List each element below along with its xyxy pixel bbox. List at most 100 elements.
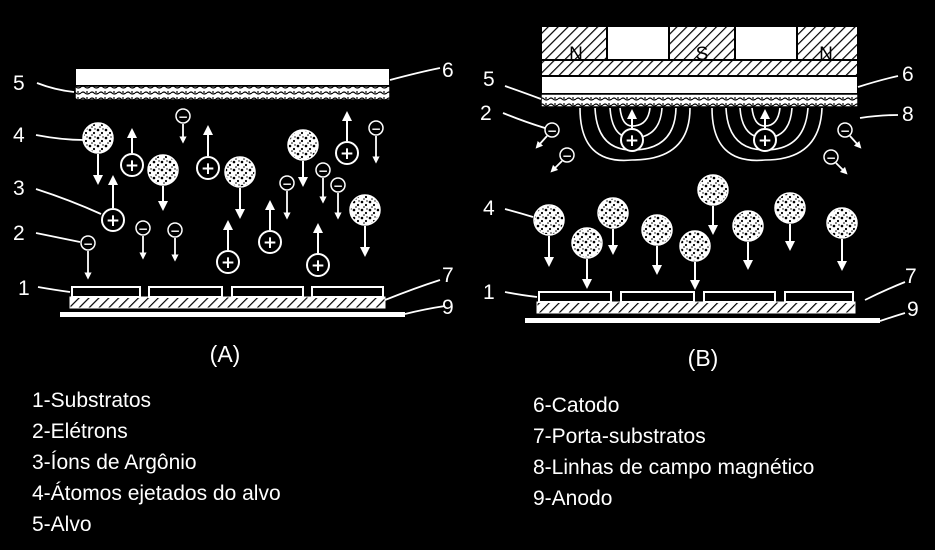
electrons: − − − − − − − − bbox=[80, 108, 384, 251]
cathode bbox=[540, 75, 859, 95]
callout-leaders bbox=[502, 75, 906, 322]
electron: − bbox=[544, 122, 560, 138]
callout-5: 5 bbox=[483, 68, 495, 91]
magnet-label: N bbox=[569, 44, 583, 65]
callout-2: 2 bbox=[13, 222, 25, 245]
panel-caption: (A) bbox=[210, 341, 241, 367]
callout-1: 1 bbox=[483, 281, 495, 304]
callout-6: 6 bbox=[442, 59, 454, 82]
electron-sign: − bbox=[178, 110, 188, 124]
legend-item: 6-Catodo bbox=[533, 394, 620, 417]
argon-ion: + bbox=[753, 128, 777, 152]
electron-sign: − bbox=[547, 124, 557, 138]
sputtered-atom bbox=[679, 230, 711, 262]
legend-item: 3-Íons de Argônio bbox=[32, 451, 197, 474]
argon-ions: + + + + + + + bbox=[101, 141, 359, 277]
electron: − bbox=[330, 177, 346, 193]
anode bbox=[525, 318, 880, 323]
ion-arrows bbox=[627, 109, 770, 128]
panel-caption: (B) bbox=[688, 345, 719, 371]
callout-1: 1 bbox=[18, 277, 30, 300]
substrate bbox=[784, 291, 854, 303]
ion-sign: + bbox=[340, 144, 354, 164]
substrate bbox=[148, 286, 223, 298]
electron-sign: − bbox=[371, 122, 381, 136]
electron: − bbox=[80, 235, 96, 251]
cathode bbox=[74, 67, 391, 87]
callout-4: 4 bbox=[483, 197, 495, 220]
sputtered-atom bbox=[147, 154, 179, 186]
electron: − bbox=[167, 222, 183, 238]
legend-item: 4-Átomos ejetados do alvo bbox=[32, 482, 281, 505]
electron-arrows bbox=[84, 124, 380, 280]
electron: − bbox=[559, 147, 575, 163]
substrate-holder bbox=[69, 296, 386, 309]
electron-sign: − bbox=[562, 149, 572, 163]
electrons: − − − − bbox=[544, 122, 853, 165]
argon-ion: + bbox=[120, 153, 144, 177]
magnetic-field-lines bbox=[579, 107, 823, 162]
substrate bbox=[703, 291, 776, 303]
atom-arrows bbox=[544, 206, 847, 290]
electron-sign: − bbox=[826, 151, 836, 165]
electron-sign: − bbox=[840, 124, 850, 138]
sputtered-atom bbox=[349, 194, 381, 226]
sputtered-atom bbox=[732, 210, 764, 242]
ion-sign: + bbox=[758, 131, 772, 151]
sputtered-atoms bbox=[533, 174, 858, 262]
argon-ion: + bbox=[258, 230, 282, 254]
electron: − bbox=[368, 120, 384, 136]
callout-9: 9 bbox=[442, 296, 454, 319]
ion-sign: + bbox=[201, 159, 215, 179]
substrate bbox=[538, 291, 612, 303]
callout-6: 6 bbox=[902, 63, 914, 86]
ion-sign: + bbox=[106, 211, 120, 231]
electron: − bbox=[175, 108, 191, 124]
substrate bbox=[231, 286, 304, 298]
target bbox=[540, 93, 859, 108]
sputtered-atom bbox=[82, 122, 114, 154]
electron: − bbox=[279, 175, 295, 191]
legend-item: 2-Elétrons bbox=[32, 420, 128, 443]
legend-right: 6-Catodo 7-Porta-substratos 8-Linhas de … bbox=[533, 390, 814, 514]
ion-sign: + bbox=[125, 156, 139, 176]
panel-a: + + + + + + + bbox=[13, 59, 454, 367]
substrates bbox=[71, 286, 384, 298]
argon-ions: + + bbox=[620, 128, 777, 152]
substrates bbox=[538, 291, 854, 303]
sputtered-atom bbox=[826, 207, 858, 239]
callout-7: 7 bbox=[905, 265, 917, 288]
substrate-holder bbox=[536, 301, 856, 314]
argon-ion: + bbox=[216, 250, 240, 274]
substrate bbox=[311, 286, 384, 298]
callout-8: 8 bbox=[902, 103, 914, 126]
panel-b: N S N + + bbox=[480, 25, 919, 371]
electron-sign: − bbox=[318, 164, 328, 178]
substrate bbox=[620, 291, 695, 303]
sputtered-atom bbox=[641, 214, 673, 246]
electron-sign: − bbox=[83, 237, 93, 251]
electron-sign: − bbox=[138, 222, 148, 236]
sputtered-atom bbox=[774, 192, 806, 224]
legend-item: 5-Alvo bbox=[32, 513, 92, 536]
argon-ion: + bbox=[306, 253, 330, 277]
callout-5: 5 bbox=[13, 72, 25, 95]
argon-ion: + bbox=[335, 141, 359, 165]
magnet-label: S bbox=[696, 44, 709, 65]
legend-item: 8-Linhas de campo magnético bbox=[533, 456, 815, 479]
electron: − bbox=[837, 122, 853, 138]
electron-arrows bbox=[535, 135, 862, 175]
ion-sign: + bbox=[625, 131, 639, 151]
ion-sign: + bbox=[311, 256, 325, 276]
callout-7: 7 bbox=[442, 264, 454, 287]
electron: − bbox=[135, 220, 151, 236]
argon-ion: + bbox=[196, 156, 220, 180]
sputtered-atom bbox=[533, 204, 565, 236]
electron-sign: − bbox=[282, 177, 292, 191]
electron: − bbox=[823, 149, 839, 165]
electron-sign: − bbox=[170, 224, 180, 238]
legend-left: 1-Substratos 2-Elétrons 3-Íons de Argôni… bbox=[32, 385, 281, 540]
anode bbox=[60, 312, 405, 317]
sputtered-atom bbox=[597, 197, 629, 229]
